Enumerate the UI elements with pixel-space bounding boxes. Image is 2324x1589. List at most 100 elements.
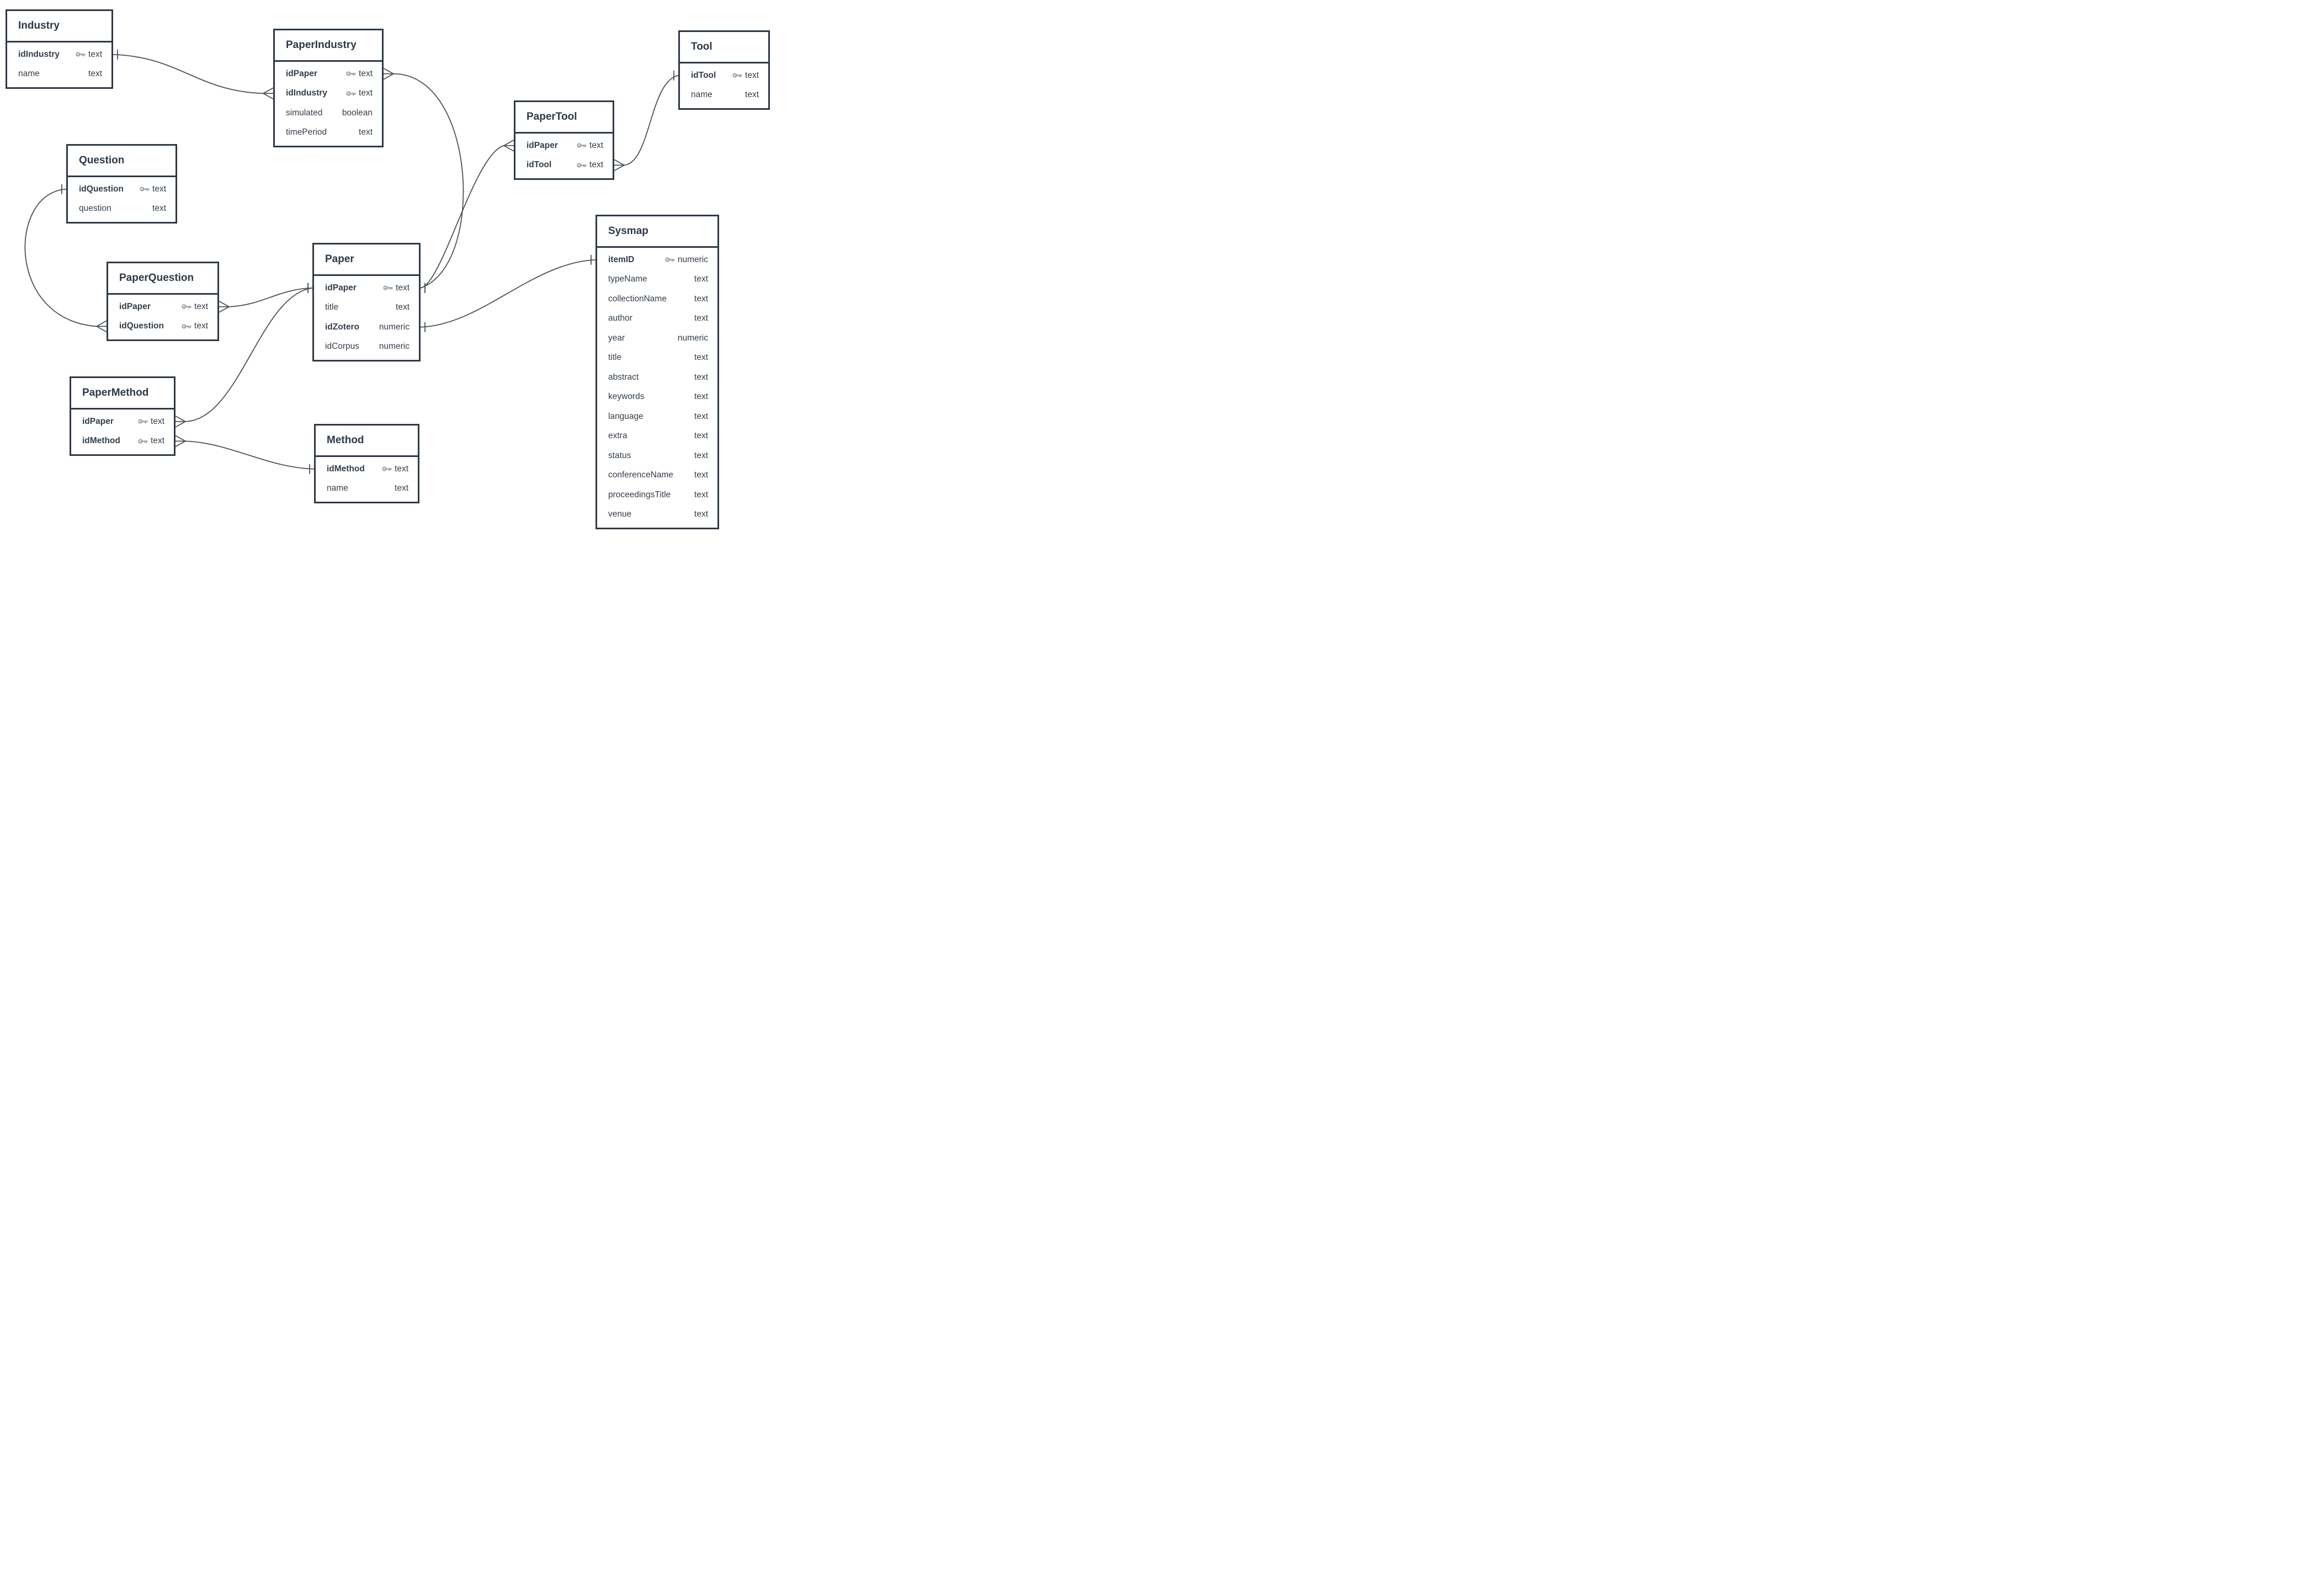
relationship-line-paper-paperquestion: [228, 287, 313, 307]
entity-title: PaperTool: [527, 111, 577, 123]
primary-key-icon: [182, 323, 192, 330]
primary-key-icon: [346, 71, 356, 77]
cardinality-many-crowfoot: [614, 164, 625, 172]
field-type: text: [694, 490, 708, 499]
entity-title-bar: PaperQuestion: [108, 263, 217, 295]
field-name: idQuestion: [79, 184, 124, 194]
field-type: text: [694, 470, 708, 480]
primary-key-icon: [76, 51, 86, 57]
field-name: name: [327, 483, 348, 493]
entity-title-bar: Paper: [314, 245, 419, 276]
field-type: numeric: [379, 322, 410, 332]
field-name: idZotero: [325, 322, 359, 332]
cardinality-many-crowfoot: [175, 415, 186, 422]
cardinality-many-crowfoot: [175, 421, 186, 428]
field-name: abstract: [608, 372, 639, 382]
entity-title-bar: PaperTool: [515, 102, 613, 134]
field-type: text: [151, 436, 164, 446]
cardinality-many-crowfoot: [614, 159, 625, 166]
field-type: text: [694, 274, 708, 284]
field-name: status: [608, 450, 631, 460]
cardinality-many-crowfoot: [96, 320, 107, 327]
entity-title: Question: [79, 155, 125, 166]
field-name: timePeriod: [286, 127, 327, 137]
entity-title-bar: PaperMethod: [71, 378, 174, 410]
entity-title: Tool: [691, 41, 712, 52]
cardinality-many-crowfoot: [383, 73, 394, 80]
entity-title: Paper: [325, 253, 354, 265]
cardinality-many-crowfoot: [175, 435, 186, 442]
entity-title-bar: Sysmap: [597, 216, 717, 248]
field-type: text: [359, 88, 373, 98]
field-type: numeric: [677, 254, 708, 264]
cardinality-many-crowfoot: [503, 145, 514, 152]
field-name: collectionName: [608, 294, 667, 304]
field-name: idTool: [691, 70, 716, 80]
field-type: boolean: [342, 108, 373, 118]
primary-key-icon: [140, 186, 150, 192]
field-type: text: [359, 127, 373, 137]
entity-title-bar: Question: [68, 146, 176, 177]
field-name: idIndustry: [286, 88, 327, 98]
field-type: text: [359, 68, 373, 78]
cardinality-many-crowfoot: [96, 326, 107, 333]
entity-title: Industry: [18, 20, 60, 31]
entity-title: PaperQuestion: [119, 272, 194, 284]
primary-key-icon: [138, 438, 148, 444]
relationship-line-papermethod-method: [185, 440, 315, 470]
field-type: text: [88, 69, 102, 79]
entity-title-bar: Industry: [7, 11, 111, 42]
entity-title-bar: Method: [316, 426, 418, 457]
field-type: text: [589, 160, 603, 170]
field-type: text: [694, 411, 708, 421]
field-row-timeperiod: timePeriod text: [275, 123, 382, 143]
primary-key-icon: [732, 72, 742, 78]
cardinality-many-crowfoot: [219, 300, 230, 307]
field-type: text: [151, 416, 164, 426]
field-type: text: [152, 204, 166, 214]
field-type: text: [152, 184, 166, 194]
cardinality-many-crowfoot: [503, 139, 514, 146]
cardinality-many-crowfoot: [383, 67, 394, 75]
field-type: text: [694, 392, 708, 402]
field-name: idMethod: [327, 464, 365, 474]
field-name: title: [325, 302, 339, 312]
relationship-line-industry-paperindustry: [113, 54, 264, 94]
field-name: idPaper: [527, 140, 558, 150]
